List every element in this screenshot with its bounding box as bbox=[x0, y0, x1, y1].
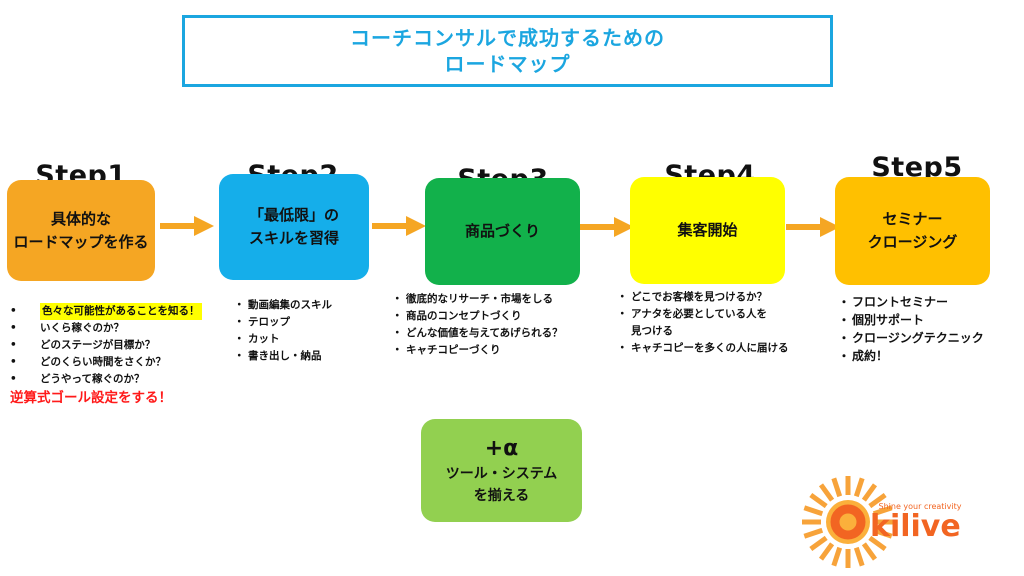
sun-ray bbox=[861, 542, 878, 561]
list-item: ・キャチコピーづくり bbox=[392, 344, 501, 356]
arrow-icon bbox=[160, 216, 214, 236]
list-item: •どのくらい時間をさくか？ bbox=[10, 356, 166, 368]
step1-bullet-list: •色々な可能性があることを知る！ •いくら稼ぐのか？ •どのステージが目標か？ … bbox=[10, 303, 202, 408]
list-item: ・アナタを必要としている人を bbox=[617, 308, 767, 320]
title-line-1: コーチコンサルで成功するための bbox=[350, 26, 665, 50]
goal-statement: 逆算式ゴール設定をする！ bbox=[10, 390, 172, 406]
step2-text-line-1: 「最低限」の bbox=[248, 206, 339, 224]
step2-text-line-2: スキルを習得 bbox=[248, 229, 339, 247]
sun-ray bbox=[809, 535, 828, 552]
highlighted-bullet: 色々な可能性があることを知る！ bbox=[40, 303, 202, 320]
list-item: ・成約！ bbox=[838, 349, 889, 363]
logo-tagline: Shine your creativity bbox=[879, 502, 962, 511]
extra-line-1: ツール・システム bbox=[445, 465, 558, 482]
step1-text-line-1: 具体的な bbox=[50, 209, 111, 228]
list-item: •どのステージが目標か？ bbox=[10, 339, 156, 351]
step1-box: 具体的な ロードマップを作る bbox=[7, 180, 155, 281]
sun-ray bbox=[818, 483, 835, 502]
step3-text-line-1: 商品づくり bbox=[464, 222, 540, 240]
extra-box: +α ツール・システム を揃える bbox=[421, 419, 582, 522]
step5-box: セミナー クロージング bbox=[835, 177, 990, 285]
list-item: ・商品のコンセプトづくり bbox=[392, 310, 522, 322]
list-item: ・どこでお客様を見つけるか？ bbox=[617, 291, 768, 303]
list-item: •いくら稼ぐのか？ bbox=[10, 322, 124, 334]
okilive-logo: Shine your creativity kilive bbox=[802, 476, 962, 568]
step3-box: 商品づくり bbox=[425, 178, 580, 285]
step4-bullet-list: ・どこでお客様を見つけるか？ ・アナタを必要としている人を 見つける ・キャチコ… bbox=[617, 289, 789, 357]
sun-ray bbox=[868, 535, 887, 552]
list-item-continuation: 見つける bbox=[631, 325, 673, 337]
extra-title: +α bbox=[484, 435, 519, 461]
list-item: ・クロージングテクニック bbox=[838, 331, 984, 345]
list-item: ・書き出し・納品 bbox=[234, 350, 322, 362]
sun-ray bbox=[803, 505, 824, 517]
sun-icon bbox=[802, 476, 894, 568]
step3-bullet-list: ・徹底的なリサーチ・市場をしる ・商品のコンセプトづくり ・どんな価値を与えてあ… bbox=[392, 291, 563, 359]
sun-ray bbox=[872, 527, 893, 539]
sun-ray bbox=[831, 546, 843, 567]
sun-ray bbox=[818, 542, 835, 561]
list-item: ・キャチコピーを多くの人に届ける bbox=[617, 342, 789, 354]
sun-ray bbox=[861, 483, 878, 502]
list-item: ・動画編集のスキル bbox=[234, 299, 332, 311]
step4-box: 集客開始 bbox=[630, 177, 785, 284]
page-title: コーチコンサルで成功するための ロードマップ bbox=[182, 15, 833, 87]
list-item: ・個別サポート bbox=[838, 313, 925, 327]
step1-text-line-2: ロードマップを作る bbox=[13, 232, 149, 251]
sun-ray bbox=[872, 505, 893, 517]
extra-line-2: を揃える bbox=[473, 487, 530, 504]
step2-box: 「最低限」の スキルを習得 bbox=[219, 174, 369, 280]
step5-text-line-2: クロージング bbox=[867, 233, 958, 251]
arrow-icon bbox=[786, 217, 840, 237]
sun-ray bbox=[868, 492, 887, 509]
list-item: ・カット bbox=[234, 333, 280, 345]
step5-text-line-1: セミナー bbox=[882, 210, 943, 228]
step2-bullet-list: ・動画編集のスキル ・テロップ ・カット ・書き出し・納品 bbox=[234, 297, 332, 365]
title-line-2: ロードマップ bbox=[444, 52, 571, 76]
sun-ray bbox=[853, 546, 865, 567]
step5-bullet-list: ・フロントセミナー ・個別サポート ・クロージングテクニック ・成約！ bbox=[838, 293, 984, 365]
list-item: ・フロントセミナー bbox=[838, 295, 949, 309]
sun-ray bbox=[803, 527, 824, 539]
list-item: ・テロップ bbox=[234, 316, 290, 328]
sun-ray bbox=[809, 492, 828, 509]
step4-text-line-1: 集客開始 bbox=[677, 221, 738, 239]
sun-ray bbox=[831, 477, 843, 498]
list-item: ・どんな価値を与えてあげられる？ bbox=[392, 327, 563, 339]
logo-letter-o bbox=[830, 504, 866, 540]
list-item: ・徹底的なリサーチ・市場をしる bbox=[392, 293, 553, 305]
arrow-icon bbox=[372, 216, 426, 236]
list-item: •どうやって稼ぐのか？ bbox=[10, 373, 145, 385]
logo-text: kilive bbox=[870, 509, 961, 544]
list-item: •色々な可能性があることを知る！ bbox=[10, 303, 202, 320]
sun-ray bbox=[853, 477, 865, 498]
arrow-icon bbox=[580, 217, 634, 237]
